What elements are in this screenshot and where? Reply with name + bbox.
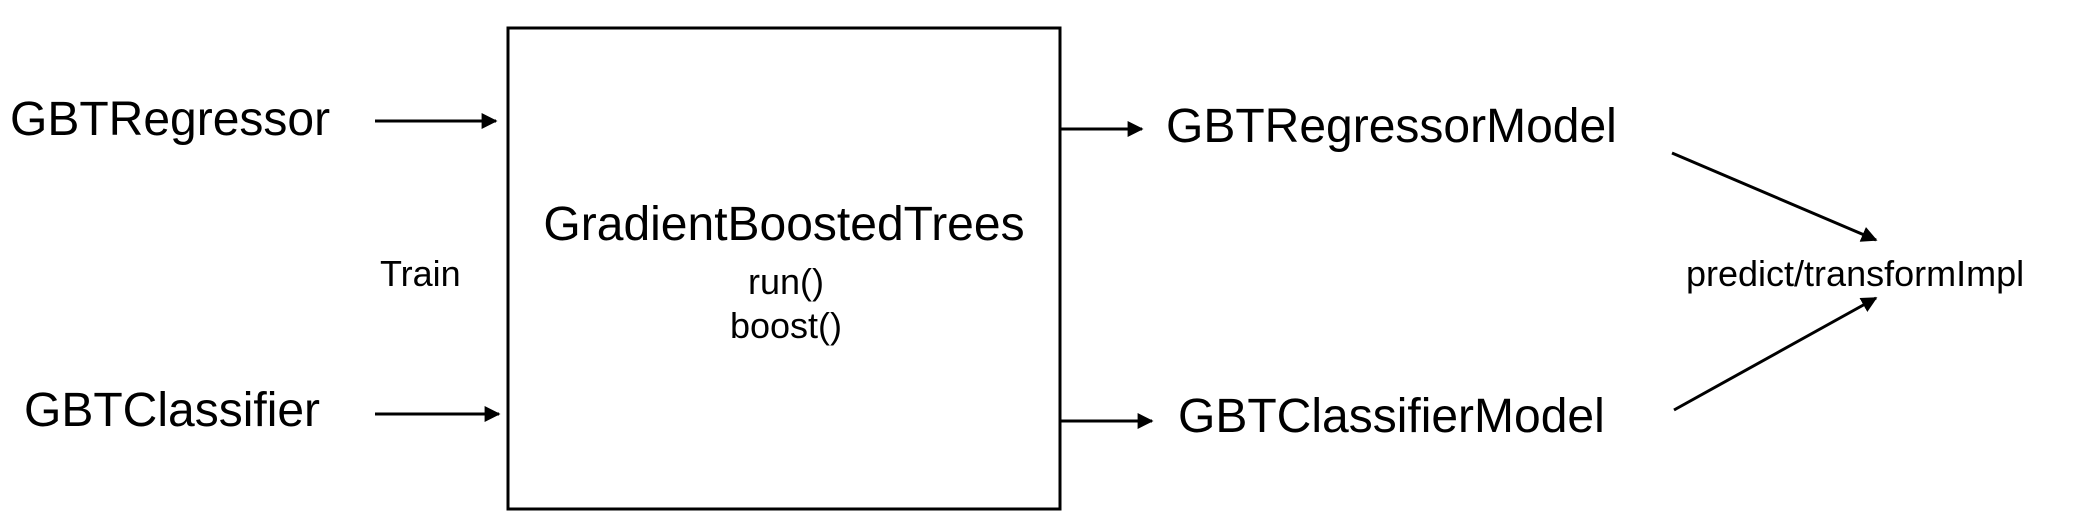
train-label: Train — [380, 253, 461, 294]
gradient-boosted-trees-title: GradientBoostedTrees — [543, 198, 1025, 251]
arrow-classifier-model-to-predict — [1673, 296, 1878, 412]
arrow-regressor-model-to-predict — [1671, 151, 1878, 242]
gbt-classifier-label: GBTClassifier — [24, 384, 321, 437]
gbt-regressor-model-label: GBTRegressorModel — [1166, 100, 1617, 153]
gbt-regressor-label: GBTRegressor — [10, 93, 331, 146]
gradient-boosted-trees-box — [506, 26, 1062, 511]
run-method-label: run() — [747, 261, 825, 302]
predict-transform-impl-label: predict/transformImpl — [1686, 253, 2025, 294]
gbt-classifier-model-label: GBTClassifierModel — [1178, 390, 1605, 443]
boost-method-label: boost() — [729, 305, 843, 346]
